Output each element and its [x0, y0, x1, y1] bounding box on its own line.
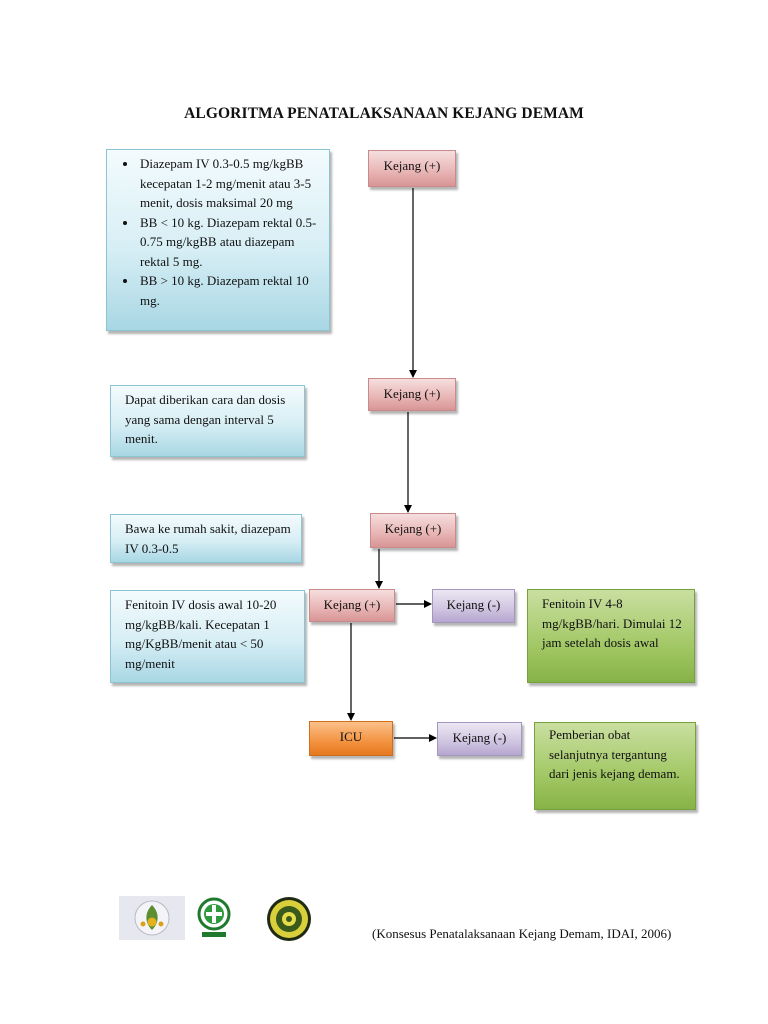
health-ministry-logo-icon	[197, 897, 231, 937]
node-label: Kejang (+)	[383, 158, 441, 173]
box-repeat-dose: Dapat diberikan cara dan dosis yang sama…	[110, 385, 305, 457]
repeat-dose-text: Dapat diberikan cara dan dosis yang sama…	[125, 392, 286, 446]
box-diazepam-instructions: Diazepam IV 0.3-0.5 mg/kgBB kecepatan 1-…	[106, 149, 330, 331]
list-item: Diazepam IV 0.3-0.5 mg/kgBB kecepatan 1-…	[138, 154, 321, 213]
node-label: Kejang (-)	[452, 730, 507, 745]
node-kejang-positive-4: Kejang (+)	[309, 589, 395, 622]
node-label: Kejang (+)	[384, 521, 442, 536]
list-item: BB < 10 kg. Diazepam rektal 0.5-0.75 mg/…	[138, 213, 321, 272]
box-hospital: Bawa ke rumah sakit, diazepam IV 0.3-0.5	[110, 514, 302, 563]
node-kejang-positive-3: Kejang (+)	[370, 513, 456, 548]
box-fenitoin-maintenance: Fenitoin IV 4-8 mg/kgBB/hari. Dimulai 12…	[527, 589, 695, 683]
list-item: BB > 10 kg. Diazepam rektal 10 mg.	[138, 271, 321, 310]
node-kejang-negative-1: Kejang (-)	[432, 589, 515, 623]
node-icu: ICU	[309, 721, 393, 756]
node-kejang-negative-2: Kejang (-)	[437, 722, 522, 756]
diazepam-list: Diazepam IV 0.3-0.5 mg/kgBB kecepatan 1-…	[107, 154, 321, 310]
further-medication-text: Pemberian obat selanjutnya tergantung da…	[549, 727, 680, 781]
fenitoin-maintenance-text: Fenitoin IV 4-8 mg/kgBB/hari. Dimulai 12…	[542, 596, 682, 650]
citation: (Konsesus Penatalaksanaan Kejang Demam, …	[372, 926, 672, 941]
node-kejang-positive-2: Kejang (+)	[368, 378, 456, 411]
box-further-medication: Pemberian obat selanjutnya tergantung da…	[534, 722, 696, 810]
page-title: ALGORITMA PENATALAKSANAAN KEJANG DEMAM	[184, 105, 584, 122]
fenitoin-initial-text: Fenitoin IV dosis awal 10-20 mg/kgBB/kal…	[125, 597, 277, 671]
node-label: Kejang (+)	[383, 386, 441, 401]
node-label: Kejang (+)	[323, 597, 381, 612]
box-fenitoin-initial: Fenitoin IV dosis awal 10-20 mg/kgBB/kal…	[110, 590, 305, 683]
idai-logo-icon	[119, 896, 185, 940]
university-seal-logo-icon	[267, 897, 311, 941]
node-label: ICU	[339, 729, 363, 744]
hospital-text: Bawa ke rumah sakit, diazepam IV 0.3-0.5	[125, 521, 291, 556]
node-label: Kejang (-)	[446, 597, 501, 612]
node-kejang-positive-1: Kejang (+)	[368, 150, 456, 187]
